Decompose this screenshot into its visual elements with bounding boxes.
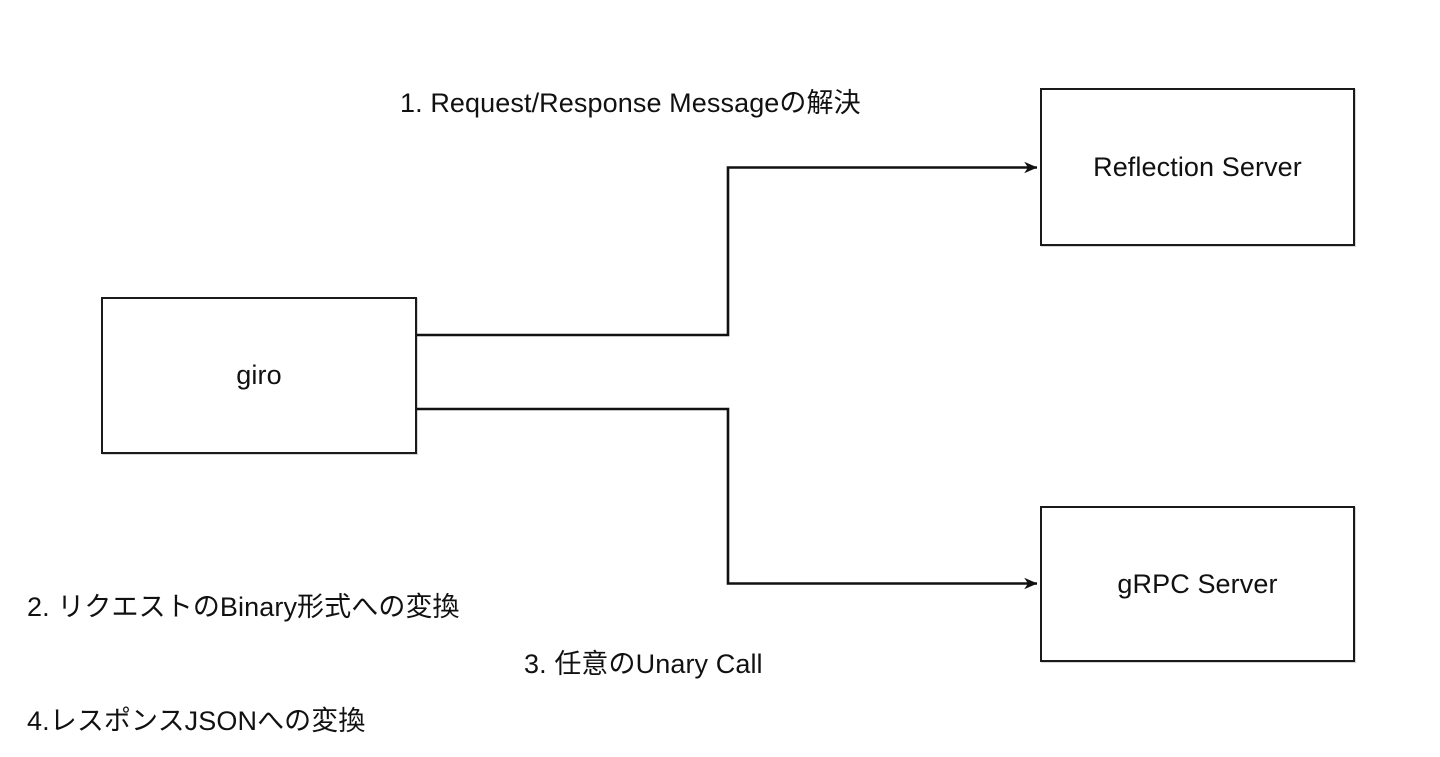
connector-giro-to-grpc xyxy=(417,407,1038,590)
edge-label-unary-call: 3. 任意のUnary Call xyxy=(524,649,763,679)
node-giro-label: giro xyxy=(236,360,282,390)
annotation-conversions: 2. リクエストのBinary形式への変換 4.レスポンスJSONへの変換 xyxy=(27,512,460,757)
connector-giro-to-reflection xyxy=(417,161,1038,337)
node-reflection-server[interactable]: Reflection Server xyxy=(1040,88,1355,246)
node-grpc-server-label: gRPC Server xyxy=(1117,568,1278,599)
annotation-convert-response: 4.レスポンスJSONへの変換 xyxy=(27,706,366,736)
annotation-convert-request: 2. リクエストのBinary形式への変換 xyxy=(27,592,460,622)
node-reflection-server-label: Reflection Server xyxy=(1093,151,1302,182)
node-grpc-server[interactable]: gRPC Server xyxy=(1040,506,1355,662)
node-giro[interactable]: giro xyxy=(101,297,417,454)
edge-label-request-response-resolution: 1. Request/Response Messageの解決 xyxy=(400,88,861,118)
